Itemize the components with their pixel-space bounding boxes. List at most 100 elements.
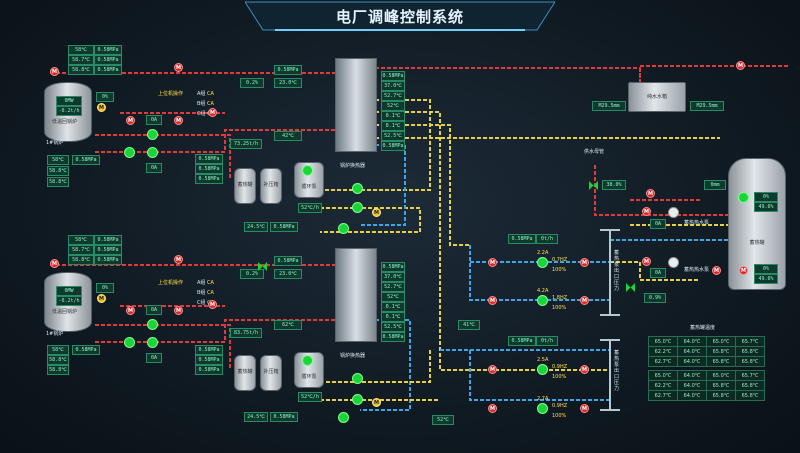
circ-valve-1[interactable]: M (488, 258, 497, 267)
upper-pump-1[interactable] (124, 147, 135, 158)
upper-reading-3: 0.58MPa (94, 55, 122, 65)
circ-3-pct: 100% (552, 374, 567, 380)
lower-valve-a[interactable]: M (126, 306, 135, 315)
lower-flow-0: 0A (146, 305, 162, 315)
manifold-label-1: 蓄热泵出口压力 (614, 250, 620, 292)
right-top-valve[interactable]: M (736, 61, 745, 70)
boiler-lower-pct: 0% (96, 283, 114, 293)
boiler-upper[interactable] (44, 82, 92, 142)
lower-reading-2: 58.7℃ (68, 245, 94, 255)
storage-bottom-valve[interactable]: M (739, 266, 748, 275)
boiler-upper-name: 1#锅炉 (46, 140, 64, 146)
upper-group-b: B组 CA (197, 101, 214, 107)
boiler-upper-valve[interactable]: M (50, 67, 59, 76)
lower-valve-d[interactable]: M (208, 300, 217, 309)
circ-valve-1b[interactable]: M (580, 258, 589, 267)
lower-small-0: 24.5℃ (244, 412, 268, 422)
boiler-upper-motor[interactable]: M (97, 103, 106, 112)
boiler-upper-pct: 0% (96, 92, 114, 102)
storage-top-pump[interactable] (738, 192, 749, 203)
heat-pump-2[interactable] (668, 257, 679, 268)
upper-hx-3: 52℃ (381, 101, 405, 111)
boiler-lower-motor[interactable]: M (97, 294, 106, 303)
upper-r0: 0.58MPa (274, 65, 302, 75)
upper-reading-1: 0.58MPa (94, 45, 122, 55)
lower-small-1: 0.58MPa (270, 412, 298, 422)
supply-green-valve[interactable] (589, 175, 598, 190)
lower-circ-pump-1[interactable] (352, 373, 363, 384)
heat-valve-3[interactable]: M (712, 266, 721, 275)
heat-pump-2-val: 0A (650, 268, 666, 278)
storage-level: 0mm (704, 180, 726, 190)
upper-valve-c[interactable]: M (174, 116, 183, 125)
lower-circ-motor[interactable]: M (372, 398, 381, 407)
upper-tank-2[interactable]: 补压箱 (260, 168, 282, 204)
right-green-valve[interactable] (626, 277, 635, 292)
lower-reading-1: 0.58MPa (94, 235, 122, 245)
circ-pump-3[interactable] (537, 364, 548, 375)
boiler-upper-flow: -0.2t/h (56, 106, 82, 116)
upper-valve-d[interactable]: M (208, 108, 217, 117)
supply-red-valve[interactable]: M (646, 189, 655, 198)
circ-valve-4b[interactable]: M (580, 404, 589, 413)
manifold-label-2: 蓄热泵出口压力 (614, 350, 620, 392)
pure-water-tank[interactable]: 纯水水箱 (628, 82, 686, 112)
lower-circ-pump-3[interactable] (338, 412, 349, 423)
upper-circ-pump-2[interactable] (352, 202, 363, 213)
lower-hx-7: 0.58MPa (381, 332, 405, 342)
storage-r0: 0% (754, 192, 778, 202)
lower-valve-e[interactable]: M (174, 255, 183, 264)
upper-tank-1[interactable]: 蓄热罐 (234, 168, 256, 204)
heat-valve-1[interactable]: M (642, 207, 651, 216)
right-misc-4: 41℃ (458, 320, 480, 330)
lower-tank-2[interactable]: 补压箱 (260, 355, 282, 391)
circ-3-freq: 0.9HZ (552, 364, 568, 370)
lower-flow-1: 0A (146, 353, 162, 363)
lower-r6: 83.75t/h (230, 328, 262, 338)
lower-tank-pump[interactable] (302, 355, 313, 366)
circ-valve-3[interactable]: M (488, 365, 497, 374)
lower-pump-2[interactable] (147, 319, 158, 330)
lower-group-a: A组 CA (197, 280, 214, 286)
heat-valve-2[interactable]: M (642, 257, 651, 266)
temp-table-title: 蓄热罐温度 (690, 325, 716, 331)
circ-valve-4[interactable]: M (488, 404, 497, 413)
lower-tank-1[interactable]: 蓄热罐 (234, 355, 256, 391)
lower-green-valve[interactable] (258, 256, 267, 271)
lower-bottom-3: 58.8℃ (47, 365, 69, 375)
lower-pump-1[interactable] (124, 337, 135, 348)
upper-valve-e[interactable]: M (174, 63, 183, 72)
heat-pump-1[interactable] (668, 207, 679, 218)
circ-pump-2[interactable] (537, 295, 548, 306)
upper-circ-pump-1[interactable] (352, 183, 363, 194)
upper-bottom-0: 58℃ (47, 155, 69, 165)
circ-1-pct: 100% (552, 267, 567, 273)
circ-4-freq: 0.9HZ (552, 403, 568, 409)
circ-pump-4[interactable] (537, 403, 548, 414)
lower-pump-3[interactable] (147, 337, 158, 348)
upper-valve-a[interactable]: M (126, 116, 135, 125)
circ-2-freq: 1.8HZ (552, 295, 568, 301)
boiler-lower-flow: -0.2t/h (56, 296, 82, 306)
circ-pump-1[interactable] (537, 257, 548, 268)
boiler-lower-valve[interactable]: M (50, 259, 59, 268)
lower-heat-exchanger[interactable] (335, 248, 377, 342)
lower-circ-pump-2[interactable] (352, 394, 363, 405)
upper-r6: 73.25t/h (230, 139, 262, 149)
upper-bottom-1: 0.58MPa (72, 155, 100, 165)
upper-circ-pump-3[interactable] (338, 223, 349, 234)
circ-valve-2[interactable]: M (488, 296, 497, 305)
lower-hx-3: 52℃ (381, 292, 405, 302)
upper-reading-2: 58.7℃ (68, 55, 94, 65)
lower-valve-c[interactable]: M (174, 306, 183, 315)
upper-pump-3[interactable] (147, 147, 158, 158)
upper-pump-2[interactable] (147, 129, 158, 140)
circ-valve-3b[interactable]: M (580, 365, 589, 374)
lower-small-2: 52℃/h (298, 392, 322, 402)
upper-circ-motor[interactable]: M (372, 208, 381, 217)
upper-flow-1: 0A (146, 163, 162, 173)
upper-heat-exchanger[interactable] (335, 58, 377, 152)
upper-tank-pump[interactable] (302, 165, 313, 176)
circ-valve-2b[interactable]: M (580, 296, 589, 305)
